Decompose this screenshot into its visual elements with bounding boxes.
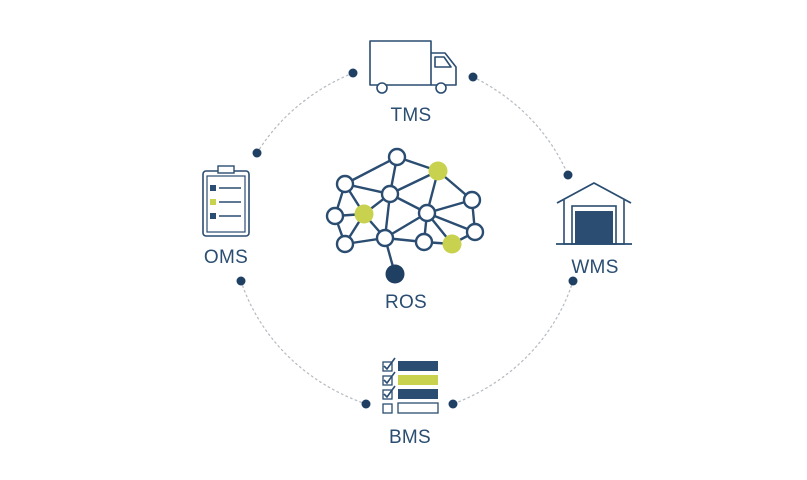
network-node-highlight: [354, 204, 374, 224]
network-node: [387, 147, 407, 167]
warehouse-icon: [556, 182, 632, 245]
network-node: [417, 203, 437, 223]
ring-dot: [468, 72, 478, 82]
ring-arc-bms-oms: [240, 280, 367, 405]
network-node: [414, 232, 434, 252]
ring-dots: [236, 68, 578, 409]
wms-label: WMS: [571, 257, 618, 278]
ring-arc-tms-wms: [472, 76, 569, 176]
checklist-bars-icon: [382, 357, 439, 414]
network-node: [335, 174, 355, 194]
ring-dot: [252, 148, 262, 158]
ring-dot: [361, 399, 371, 409]
network-node: [462, 190, 482, 210]
clipboard-checklist-icon: [202, 165, 250, 237]
ring-dot: [568, 276, 578, 286]
dotted-ring: [240, 72, 574, 405]
ring-dot: [348, 68, 358, 78]
network-node-highlight: [428, 161, 448, 181]
network-node: [465, 222, 485, 242]
ros-label: ROS: [385, 292, 427, 313]
oms-label: OMS: [204, 247, 248, 268]
network-node: [325, 206, 345, 226]
neural-network-icon: [325, 147, 485, 284]
network-node-root: [385, 264, 405, 284]
ring-arc-wms-bms: [452, 280, 574, 405]
tms-label: TMS: [390, 105, 431, 126]
truck-icon: [369, 40, 457, 94]
network-node: [335, 234, 355, 254]
ring-dot: [236, 276, 246, 286]
ring-dot: [563, 170, 573, 180]
network-node: [380, 184, 400, 204]
network-node: [375, 228, 395, 248]
network-nodes: [325, 147, 485, 284]
ring-dot: [448, 399, 458, 409]
network-node-highlight: [442, 234, 462, 254]
ring-arc-oms-tms: [256, 72, 354, 154]
bms-label: BMS: [389, 427, 431, 448]
